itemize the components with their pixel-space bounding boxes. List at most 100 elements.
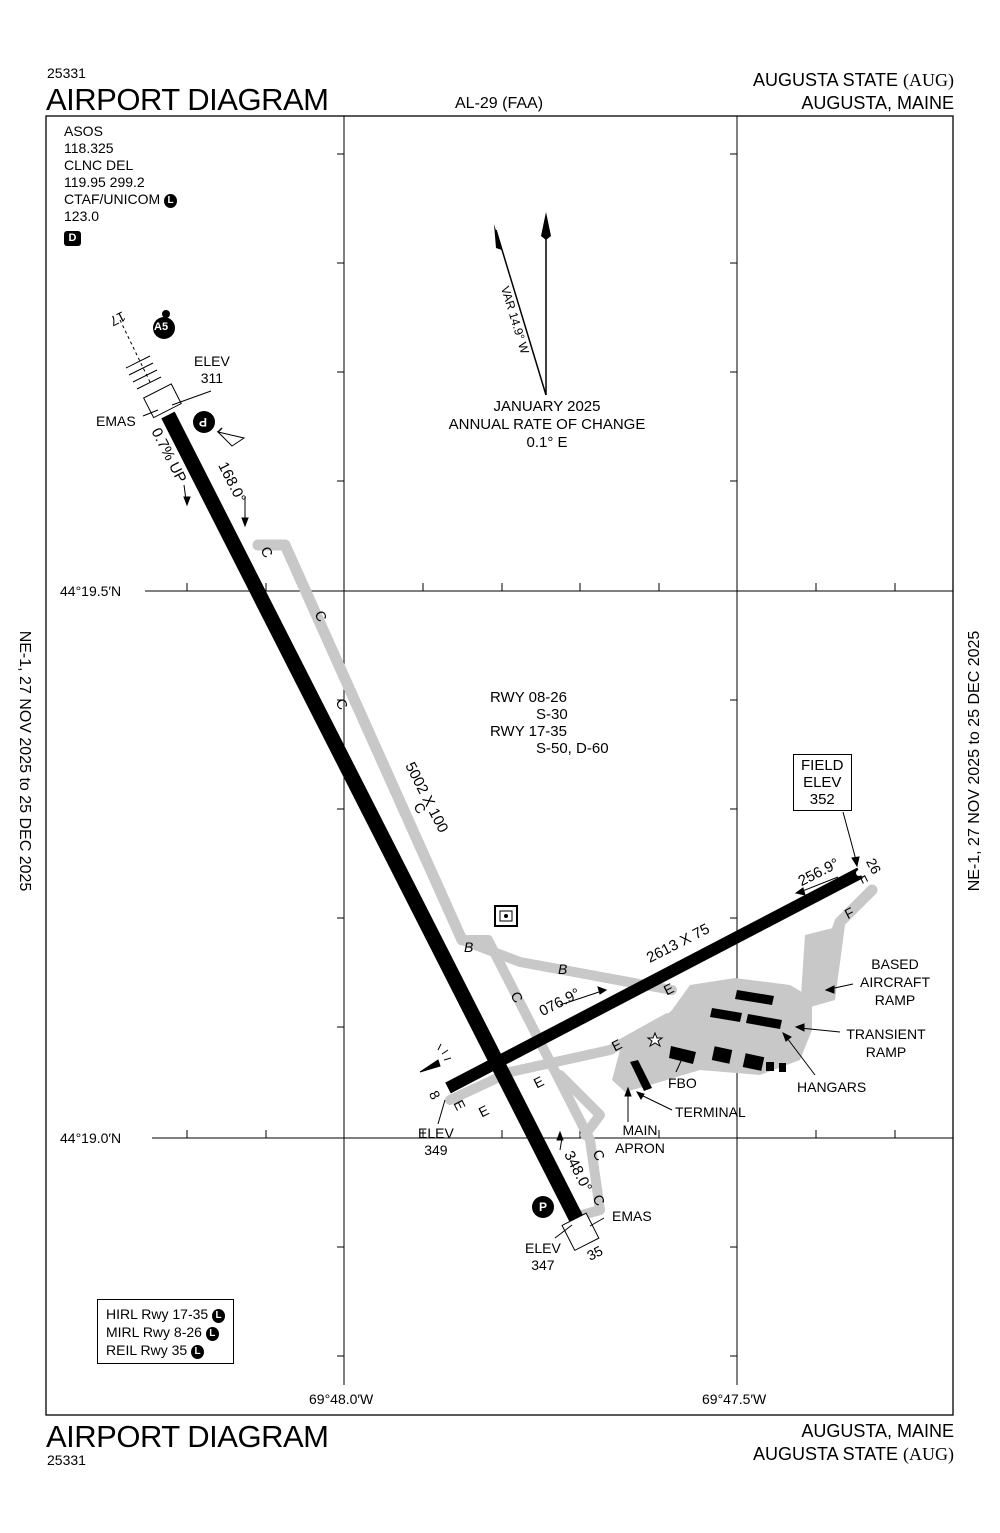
strength-s50-d60: S-50, D-60 — [536, 740, 609, 757]
emas-south-label: EMAS — [612, 1208, 652, 1224]
field-elev-line1: FIELD — [801, 757, 844, 774]
lighting-badge-icon: L — [191, 1345, 205, 1359]
rwy17-elev-value: 311 — [200, 370, 224, 386]
asos-label: ASOS — [64, 123, 103, 139]
buildings — [630, 990, 786, 1091]
chart-title-bottom: AIRPORT DIAGRAM — [46, 1419, 329, 1454]
runway-08-26 — [445, 867, 863, 1094]
transient-ramp-label: TRANSIENT RAMP — [846, 1026, 926, 1060]
lat-top-label: 44°19.5′N — [60, 583, 122, 599]
terminal-label: TERMINAL — [675, 1104, 746, 1120]
lon-left-label: 69°48.0′W — [309, 1391, 374, 1407]
magnetic-north-tip — [494, 224, 502, 250]
lighting-note-hirl: HIRL Rwy 17-35 L — [106, 1305, 226, 1323]
strength-s30: S-30 — [536, 706, 568, 723]
lat-bottom-label: 44°19.0′N — [60, 1130, 122, 1146]
taxiway-b-label: B — [464, 939, 474, 955]
based-aircraft-ramp-label: BASED AIRCRAFT RAMP — [860, 956, 930, 1008]
rwy8-elevation: ELEV 349 — [418, 1125, 454, 1159]
magnetic-info: JANUARY 2025 ANNUAL RATE OF CHANGE 0.1° … — [447, 398, 647, 452]
rwy35-elevation: ELEV 347 — [525, 1240, 561, 1274]
taxiway-network — [252, 539, 878, 1220]
hangar-building — [710, 1008, 742, 1022]
reil-icon — [419, 1043, 452, 1073]
chart-number-bottom: 25331 — [47, 1452, 86, 1468]
asos-freq: 118.325 — [64, 140, 114, 156]
hangar-building — [742, 1053, 765, 1071]
emas-south-box — [561, 1212, 600, 1252]
ctaf-row: CTAF/UNICOM L — [64, 191, 178, 208]
emas-north-label: EMAS — [96, 413, 136, 429]
city-state-header: AUGUSTA, MAINE — [801, 93, 954, 113]
lighting-notes-box: HIRL Rwy 17-35 L MIRL Rwy 8-26 L REIL Rw… — [97, 1299, 235, 1364]
airport-name: AUGUSTA STATE — [752, 70, 898, 90]
a5-marker — [153, 317, 175, 339]
lighting-note-mirl: MIRL Rwy 8-26 L — [106, 1323, 225, 1341]
procedure-id: AL-29 (FAA) — [455, 95, 544, 112]
parking-marker-south — [532, 1196, 554, 1218]
chart-title: AIRPORT DIAGRAM — [46, 82, 329, 117]
rwy8-elev-value: 349 — [424, 1142, 448, 1158]
taxiway-e-connector — [555, 1070, 605, 1140]
lon-right-label: 69°47.5′W — [702, 1391, 767, 1407]
hangar-building — [746, 1014, 782, 1029]
clnc-label: CLNC DEL — [64, 157, 134, 173]
ctaf-label: CTAF/UNICOM — [64, 191, 161, 207]
field-elevation-box: FIELD ELEV 352 — [793, 754, 852, 811]
grid-ticks — [186, 153, 896, 1357]
taxiway-b-label: B — [558, 961, 568, 977]
hangar-building — [779, 1063, 786, 1072]
ctaf-freq: 123.0 — [64, 208, 100, 224]
hangars-label: HANGARS — [797, 1079, 867, 1095]
airport-name-footer: AUGUSTA STATE (AUG) — [753, 1445, 954, 1463]
hangar-building — [711, 1046, 733, 1064]
parking-marker-north — [193, 411, 215, 433]
airport-name: AUGUSTA STATE — [752, 1444, 898, 1464]
runway-strength-block: RWY 08-26 S-30 RWY 17-35 S-50, D-60 — [490, 689, 609, 757]
lighting-badge-icon: L — [212, 1309, 226, 1323]
runway-17-35 — [161, 411, 585, 1226]
clnc-freq: 119.95 299.2 — [64, 174, 145, 190]
fbo-label: FBO — [668, 1075, 697, 1091]
airport-reference-point — [504, 914, 508, 918]
airport-name-header: AUGUSTA STATE (AUG) — [753, 71, 954, 89]
main-apron-label: MAIN APRON — [615, 1122, 665, 1156]
runway-26-threshold-mark — [856, 870, 862, 876]
city-state-footer: AUGUSTA, MAINE — [801, 1421, 954, 1441]
field-elev-value: 352 — [809, 791, 835, 808]
hangar-building — [735, 990, 774, 1005]
magnetic-epoch: JANUARY 2025 — [493, 398, 601, 415]
parking-label-north: P — [199, 415, 208, 429]
emas-north-box — [142, 383, 182, 419]
airport-ident: (AUG) — [903, 1444, 954, 1464]
diagram-frame — [45, 115, 954, 1416]
rwy17-elevation: ELEV 311 — [194, 353, 230, 387]
hangar-building — [766, 1062, 774, 1071]
true-north-tip — [541, 212, 551, 240]
leader-arrows — [142, 390, 860, 1239]
magnetic-rate-label: ANNUAL RATE OF CHANGE — [448, 416, 646, 433]
rwy35-elev-label: ELEV — [525, 1240, 561, 1256]
field-elev-line2: ELEV — [803, 774, 842, 791]
frequency-block: ASOS 118.325 CLNC DEL 119.95 299.2 CTAF/… — [64, 123, 178, 246]
lighting-badge-icon: L — [205, 1327, 219, 1341]
a5-label: A5 — [154, 321, 169, 333]
north-arrows — [494, 212, 551, 396]
d-atis-icon: D — [64, 231, 81, 246]
magnetic-north-arrow — [495, 229, 547, 396]
taxiway-e — [445, 1013, 673, 1105]
based-aircraft-ramp-area — [800, 925, 845, 1010]
fbo-building — [669, 1046, 696, 1064]
rwy8-elev-label: ELEV — [418, 1125, 454, 1141]
strength-rwy17-35: RWY 17-35 — [490, 723, 567, 740]
approach-lights-17 — [119, 319, 162, 390]
taxiway-c-south — [457, 935, 605, 1220]
lighting-badge-icon: L — [164, 194, 178, 208]
taxiway-b — [457, 935, 677, 995]
magnetic-rate-value: 0.1° E — [526, 434, 568, 451]
parking-label-south: P — [539, 1200, 548, 1214]
terminal-building — [630, 1060, 652, 1091]
rwy35-elev-value: 347 — [531, 1257, 555, 1273]
rwy17-elev-label: ELEV — [194, 353, 230, 369]
airport-reference-inner — [499, 910, 513, 922]
